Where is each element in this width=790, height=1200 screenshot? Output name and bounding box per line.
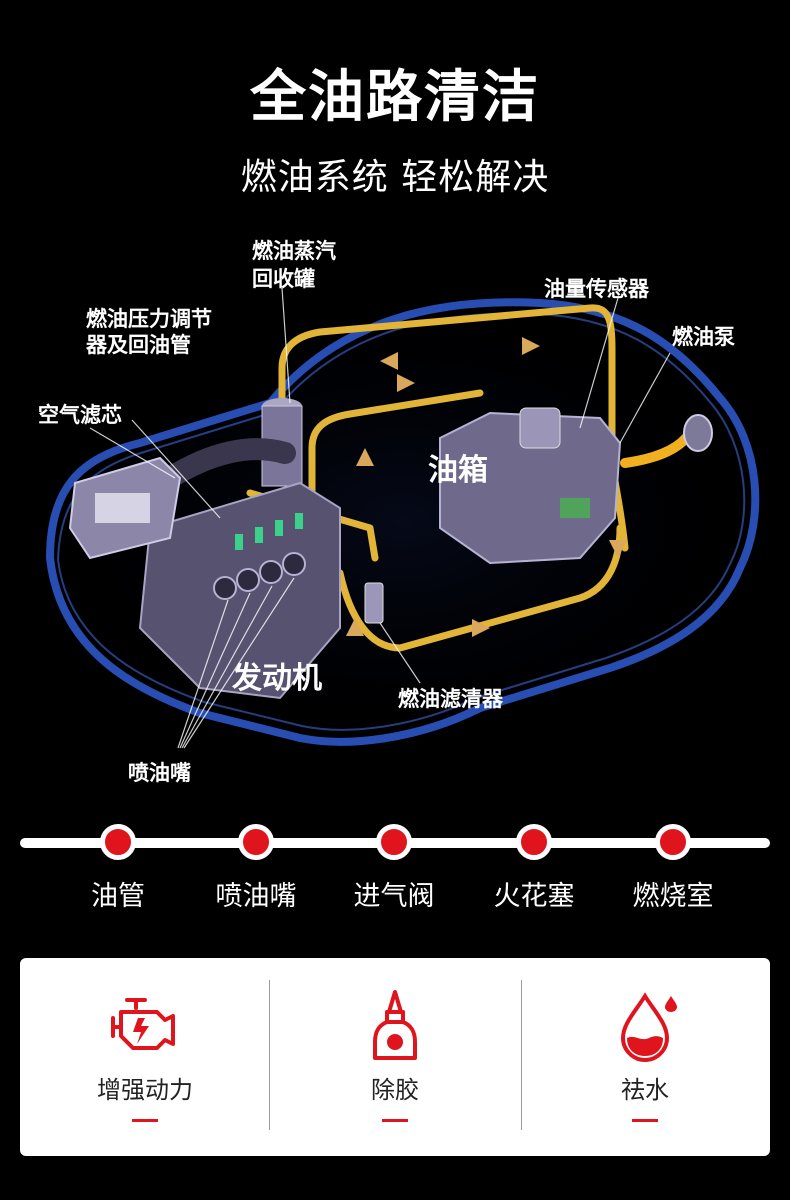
- label-vapor-canister: 燃油蒸汽: [252, 239, 336, 263]
- feature-divider: [269, 980, 270, 1130]
- filler-cap: [683, 414, 713, 452]
- page-subtitle: 燃油系统 轻松解决: [240, 157, 550, 198]
- cylinder: [259, 560, 283, 584]
- fuel-pump-module: [519, 407, 561, 449]
- timeline-dot: [376, 824, 412, 860]
- injector-icon: [235, 534, 243, 550]
- fuel-filter: [364, 582, 384, 624]
- intake-tube: [159, 438, 296, 489]
- engine-icon: [111, 998, 175, 1050]
- feature-remove-water: 祛水: [520, 958, 770, 1156]
- cylinder: [236, 568, 260, 592]
- feature-underline: [382, 1119, 408, 1122]
- label-pressure-regulator: 燃油压力调节: [86, 307, 212, 331]
- timeline-label: 油管: [91, 881, 145, 912]
- flow-arrow: [522, 337, 540, 355]
- timeline-dot: [516, 824, 552, 860]
- glue-bottle-icon: [373, 990, 417, 1060]
- fuel-system-diagram: 燃油蒸汽 回收罐 燃油压力调节 器及回油管 空气滤芯 油量传感器 燃油泵 油箱 …: [20, 228, 770, 808]
- label-vapor-canister-2: 回收罐: [252, 267, 315, 291]
- label-fuel-tank: 油箱: [428, 453, 488, 488]
- timeline-label: 火花塞: [493, 881, 575, 912]
- cylinder: [213, 576, 237, 600]
- feature-remove-gum: 除胶: [270, 958, 520, 1156]
- injector-icon: [295, 513, 303, 529]
- feature-label: 除胶: [371, 1076, 419, 1104]
- label-air-filter: 空气滤芯: [38, 403, 122, 427]
- level-sensor-board: [560, 498, 590, 518]
- water-drop-icon: [620, 992, 677, 1062]
- flow-arrow: [472, 619, 490, 637]
- timeline-dot: [100, 824, 136, 860]
- page-title: 全油路清洁: [250, 65, 540, 130]
- timeline-dot: [238, 824, 274, 860]
- flow-arrow: [397, 374, 415, 392]
- timeline-item-intake-valve: 进气阀: [324, 820, 464, 913]
- feature-underline: [132, 1119, 158, 1122]
- flow-arrow: [356, 448, 374, 466]
- label-fuel-pump: 燃油泵: [672, 325, 735, 349]
- flow-arrow: [346, 618, 364, 636]
- feature-divider: [521, 980, 522, 1130]
- label-pressure-regulator-2: 器及回油管: [85, 333, 191, 357]
- timeline-label: 燃烧室: [632, 881, 714, 912]
- engine-block: [138, 481, 341, 700]
- feature-boost-power: 增强动力: [20, 958, 270, 1156]
- label-engine: 发动机: [231, 661, 322, 696]
- timeline-label: 进气阀: [353, 881, 435, 912]
- feature-label: 增强动力: [97, 1076, 193, 1104]
- label-fuel-filter: 燃油滤清器: [398, 687, 504, 711]
- flow-arrow: [609, 540, 627, 558]
- feature-label: 祛水: [621, 1076, 669, 1104]
- label-level-sensor: 油量传感器: [544, 277, 650, 301]
- cleaning-timeline: 油管 喷油嘴 进气阀 火花塞 燃烧室: [0, 820, 790, 920]
- feature-underline: [632, 1119, 658, 1122]
- timeline-item-combustion-chamber: 燃烧室: [603, 820, 743, 913]
- timeline-dot: [655, 824, 691, 860]
- flow-arrow: [380, 352, 398, 370]
- label-injector: 喷油嘴: [128, 761, 191, 785]
- feature-card: 增强动力 除胶 祛水: [20, 958, 770, 1156]
- timeline-item-injector: 喷油嘴: [186, 820, 326, 913]
- timeline-item-fuel-pipe: 油管: [48, 820, 188, 913]
- injector-icon: [255, 527, 263, 543]
- cylinder: [282, 552, 306, 576]
- timeline-label: 喷油嘴: [215, 881, 297, 912]
- fuel-pipe-middle: [308, 389, 484, 532]
- fuel-pipe-lower: [336, 524, 624, 652]
- injector-icon: [275, 520, 283, 536]
- timeline-item-spark-plug: 火花塞: [464, 820, 604, 913]
